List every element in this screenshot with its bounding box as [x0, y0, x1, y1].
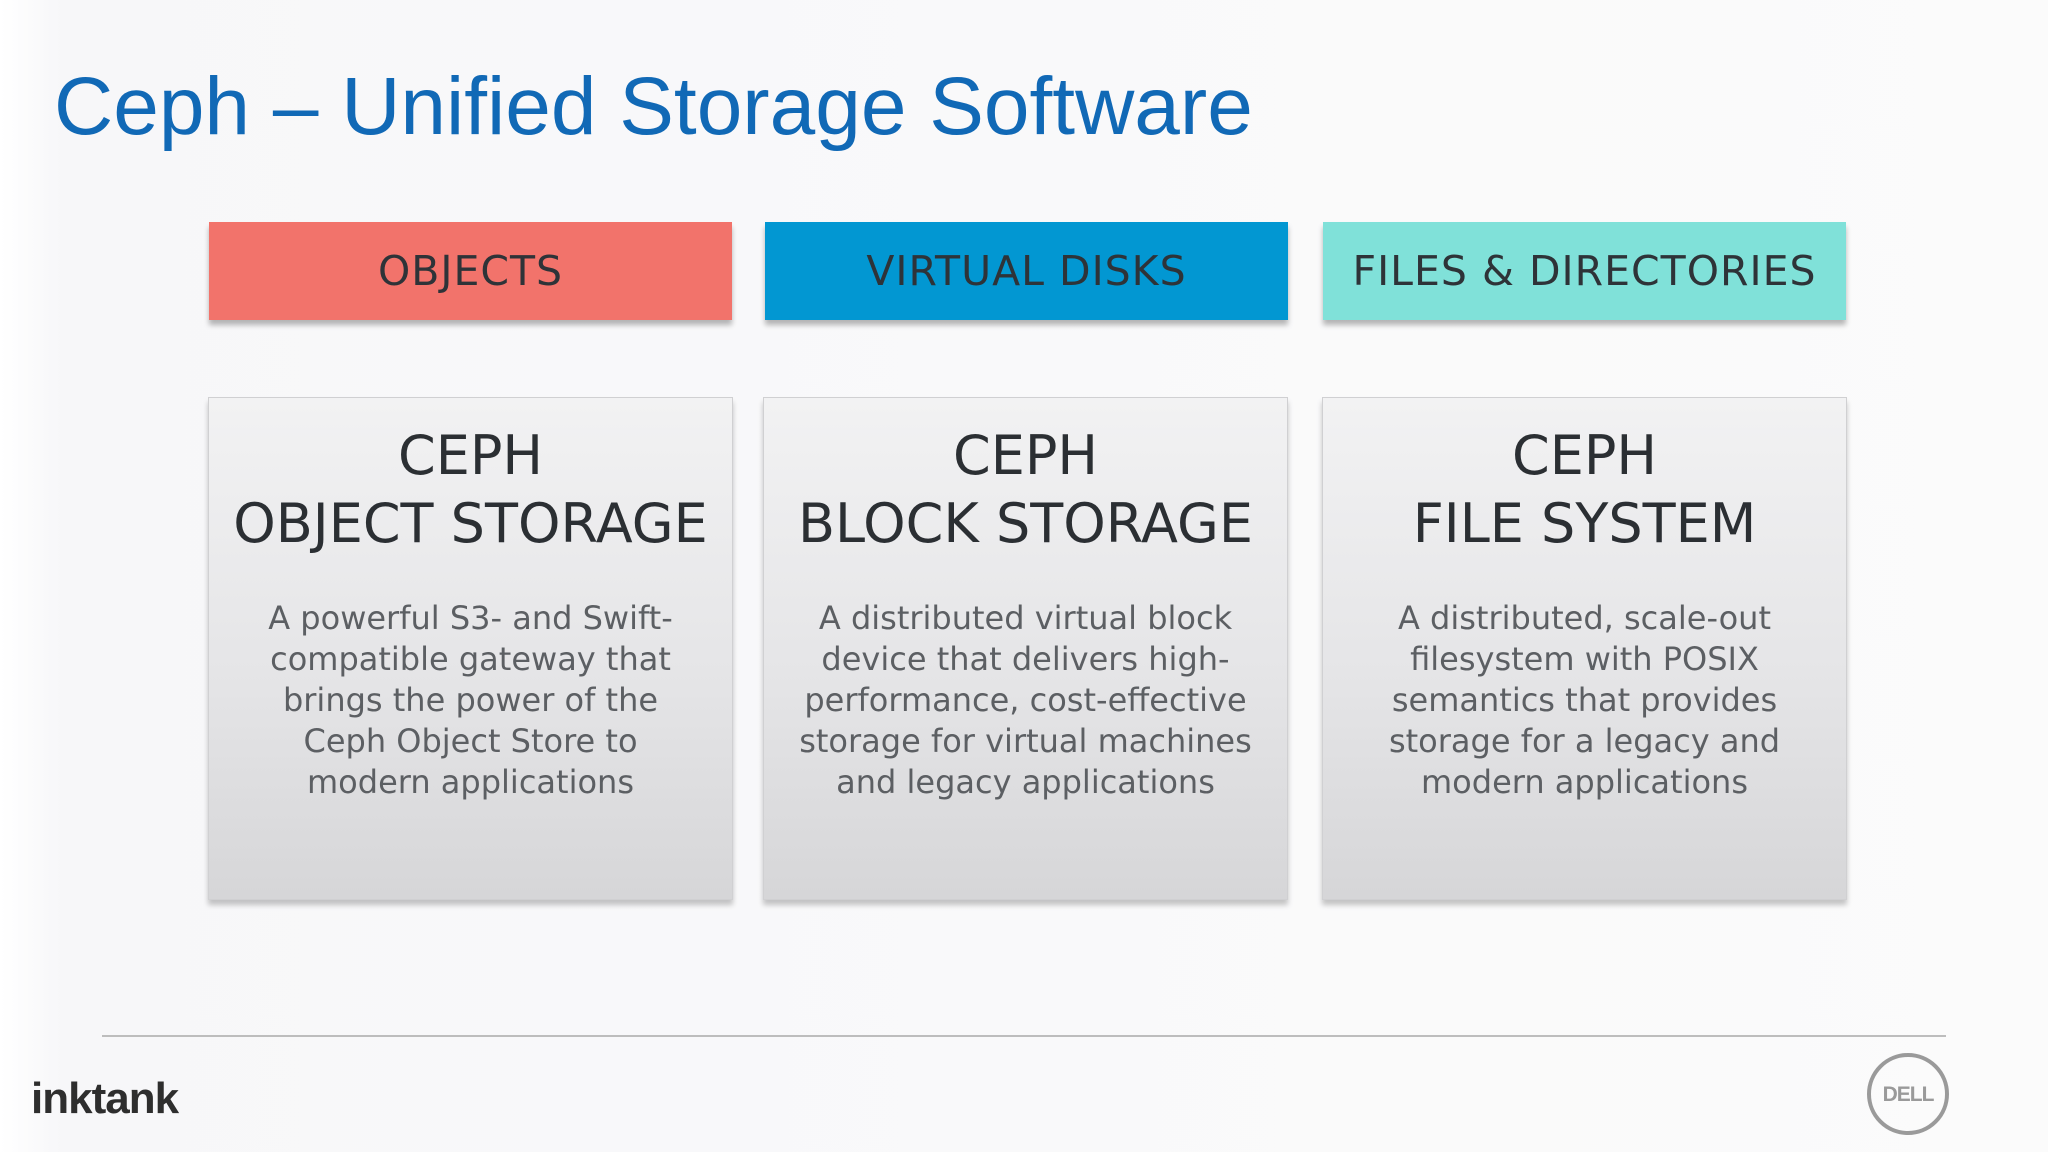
card-title: CEPH OBJECT STORAGE — [209, 422, 732, 558]
card-object-storage: CEPH OBJECT STORAGE A powerful S3- and S… — [208, 397, 733, 900]
card-desc-line: Ceph Object Store to — [303, 722, 638, 760]
footer-divider — [102, 1035, 1946, 1037]
card-desc-line: modern applications — [1421, 763, 1748, 801]
header-virtual-disks: VIRTUAL DISKS — [765, 222, 1288, 320]
dell-logo-icon: DELL — [1867, 1053, 1949, 1135]
card-desc-line: device that delivers high- — [821, 640, 1230, 678]
card-desc-line: A distributed, scale-out — [1397, 599, 1771, 637]
card-file-system: CEPH FILE SYSTEM A distributed, scale-ou… — [1322, 397, 1847, 900]
card-title: CEPH FILE SYSTEM — [1323, 422, 1846, 558]
card-description: A distributed, scale-out filesystem with… — [1350, 598, 1820, 803]
card-title-line2: BLOCK STORAGE — [797, 492, 1254, 555]
card-desc-line: semantics that provides — [1391, 681, 1778, 719]
dell-logo-text: DELL — [1883, 1083, 1935, 1106]
card-desc-line: performance, cost-effective — [804, 681, 1247, 719]
card-desc-line: storage for virtual machines — [799, 722, 1252, 760]
card-description: A distributed virtual block device that … — [791, 598, 1261, 803]
card-desc-line: modern applications — [307, 763, 634, 801]
card-desc-line: A powerful S3- and Swift- — [268, 599, 673, 637]
card-title-line1: CEPH — [953, 424, 1098, 487]
card-title-line2: OBJECT STORAGE — [233, 492, 708, 555]
card-title: CEPH BLOCK STORAGE — [764, 422, 1287, 558]
card-title-line1: CEPH — [1512, 424, 1657, 487]
card-desc-line: compatible gateway that — [270, 640, 671, 678]
card-title-line1: CEPH — [398, 424, 543, 487]
card-desc-line: A distributed virtual block — [818, 599, 1233, 637]
card-block-storage: CEPH BLOCK STORAGE A distributed virtual… — [763, 397, 1288, 900]
inktank-logo: inktank — [31, 1074, 179, 1123]
slide-title: Ceph – Unified Storage Software — [54, 61, 1253, 152]
header-files-directories: FILES & DIRECTORIES — [1323, 222, 1846, 320]
card-desc-line: storage for a legacy and — [1388, 722, 1781, 760]
card-desc-line: filesystem with POSIX — [1410, 640, 1759, 678]
header-objects: OBJECTS — [209, 222, 732, 320]
card-desc-line: brings the power of the — [282, 681, 659, 719]
card-desc-line: and legacy applications — [836, 763, 1215, 801]
card-description: A powerful S3- and Swift- compatible gat… — [236, 598, 706, 803]
card-title-line2: FILE SYSTEM — [1412, 492, 1757, 555]
